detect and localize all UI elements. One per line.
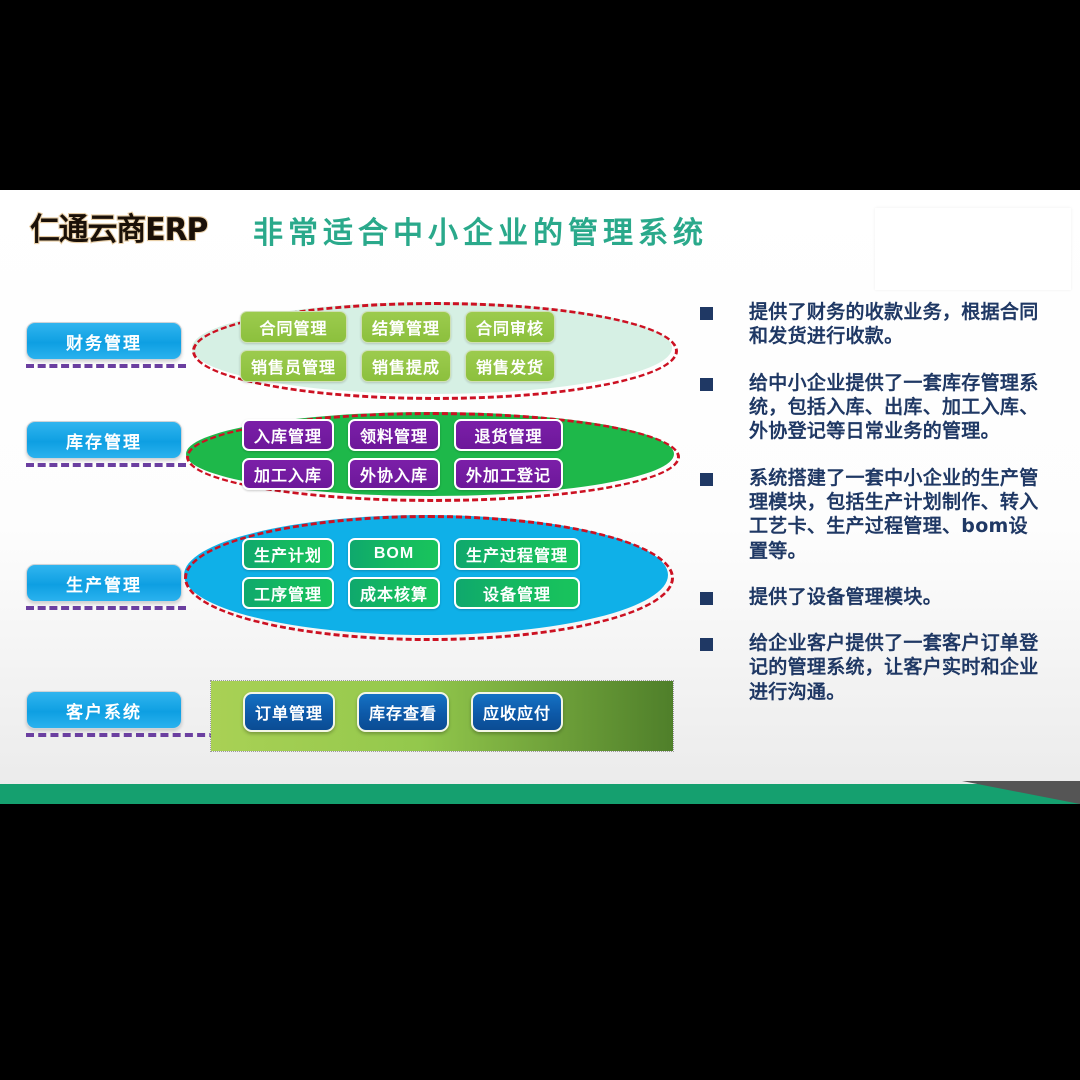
- node-inventory-4[interactable]: 加工入库: [242, 458, 335, 490]
- bullet-item: 给中小企业提供了一套库存管理系统，包括入库、出库、加工入库、外协登记等日常业务的…: [700, 371, 1040, 444]
- category-chip-customer[interactable]: 客户系统: [26, 691, 182, 729]
- node-finance-3[interactable]: 合同审核: [465, 311, 556, 343]
- bullet-text: 提供了财务的收款业务，根据合同和发货进行收款。: [749, 301, 1039, 348]
- bullet-text: 系统搭建了一套中小企业的生产管理模块，包括生产计划制作、转入工艺卡、生产过程管理…: [749, 466, 1039, 562]
- node-finance-4[interactable]: 销售员管理: [240, 350, 348, 382]
- connector-line-inventory: [26, 463, 186, 467]
- node-production-4[interactable]: 工序管理: [242, 577, 335, 609]
- node-customer-2[interactable]: 库存查看: [357, 692, 450, 732]
- square-bullet-icon: [700, 472, 713, 486]
- node-production-1[interactable]: 生产计划: [242, 538, 335, 570]
- category-chip-customer-label: 客户系统: [66, 702, 142, 722]
- top-right-placeholder-box: [875, 208, 1071, 290]
- node-production-6[interactable]: 设备管理: [454, 577, 581, 609]
- node-finance-5[interactable]: 销售提成: [361, 350, 452, 382]
- footer-band: [0, 784, 1080, 804]
- node-inventory-5[interactable]: 外协入库: [348, 458, 441, 490]
- bullet-text: 给中小企业提供了一套库存管理系统，包括入库、出库、加工入库、外协登记等日常业务的…: [749, 371, 1039, 443]
- node-grid-production: 生产计划 BOM 生产过程管理 工序管理 成本核算 设备管理: [242, 538, 581, 609]
- square-bullet-icon: [700, 377, 713, 391]
- connector-line-customer: [26, 733, 254, 737]
- node-inventory-2[interactable]: 领料管理: [348, 419, 441, 451]
- category-chip-finance-label: 财务管理: [66, 333, 142, 353]
- node-finance-2[interactable]: 结算管理: [361, 311, 452, 343]
- node-grid-inventory: 入库管理 领料管理 退货管理 加工入库 外协入库 外加工登记: [242, 419, 564, 490]
- bullet-item: 给企业客户提供了一套客户订单登记的管理系统，让客户实时和企业进行沟通。: [700, 631, 1040, 704]
- square-bullet-icon: [700, 307, 713, 320]
- slide-canvas: 仁通云商ERP 非常适合中小企业的管理系统 财务管理 合同管理 结算管理 合同审…: [0, 190, 1080, 804]
- brand-logo: 仁通云商ERP: [29, 211, 209, 249]
- bullet-text: 给企业客户提供了一套客户订单登记的管理系统，让客户实时和企业进行沟通。: [749, 632, 1039, 703]
- node-production-3[interactable]: 生产过程管理: [454, 538, 581, 570]
- node-customer-3[interactable]: 应收应付: [471, 692, 564, 732]
- slide-headline: 非常适合中小企业的管理系统: [253, 216, 708, 251]
- category-chip-production[interactable]: 生产管理: [26, 564, 182, 602]
- node-customer-1[interactable]: 订单管理: [243, 692, 336, 732]
- node-production-2[interactable]: BOM: [348, 538, 441, 570]
- bullet-item: 提供了设备管理模块。: [700, 585, 1040, 609]
- node-grid-finance: 合同管理 结算管理 合同审核 销售员管理 销售提成 销售发货: [240, 311, 556, 382]
- node-finance-6[interactable]: 销售发货: [465, 350, 556, 382]
- category-chip-inventory-label: 库存管理: [66, 432, 142, 452]
- connector-line-production: [26, 606, 186, 610]
- group-ellipse-production-dashed-border: [184, 515, 674, 641]
- category-chip-production-label: 生产管理: [66, 575, 142, 595]
- node-inventory-3[interactable]: 退货管理: [454, 419, 564, 451]
- node-finance-1[interactable]: 合同管理: [240, 311, 348, 343]
- bullet-item: 系统搭建了一套中小企业的生产管理模块，包括生产计划制作、转入工艺卡、生产过程管理…: [700, 466, 1040, 563]
- node-grid-customer: 订单管理 库存查看 应收应付: [243, 692, 564, 732]
- node-production-5[interactable]: 成本核算: [348, 577, 441, 609]
- node-inventory-1[interactable]: 入库管理: [242, 419, 335, 451]
- feature-bullet-list: 提供了财务的收款业务，根据合同和发货进行收款。 给中小企业提供了一套库存管理系统…: [700, 300, 1040, 726]
- node-inventory-6[interactable]: 外加工登记: [454, 458, 564, 490]
- bullet-text: 提供了设备管理模块。: [749, 585, 943, 608]
- group-ellipse-finance-dashed-border: [192, 302, 678, 400]
- bullet-item: 提供了财务的收款业务，根据合同和发货进行收款。: [700, 300, 1040, 349]
- category-chip-inventory[interactable]: 库存管理: [26, 421, 182, 459]
- footer-corner-triangle: [962, 781, 1080, 804]
- category-chip-finance[interactable]: 财务管理: [26, 322, 182, 360]
- group-ellipse-inventory-dashed-border: [186, 412, 680, 502]
- connector-line-finance: [26, 364, 186, 368]
- square-bullet-icon: [700, 591, 713, 605]
- square-bullet-icon: [700, 638, 713, 652]
